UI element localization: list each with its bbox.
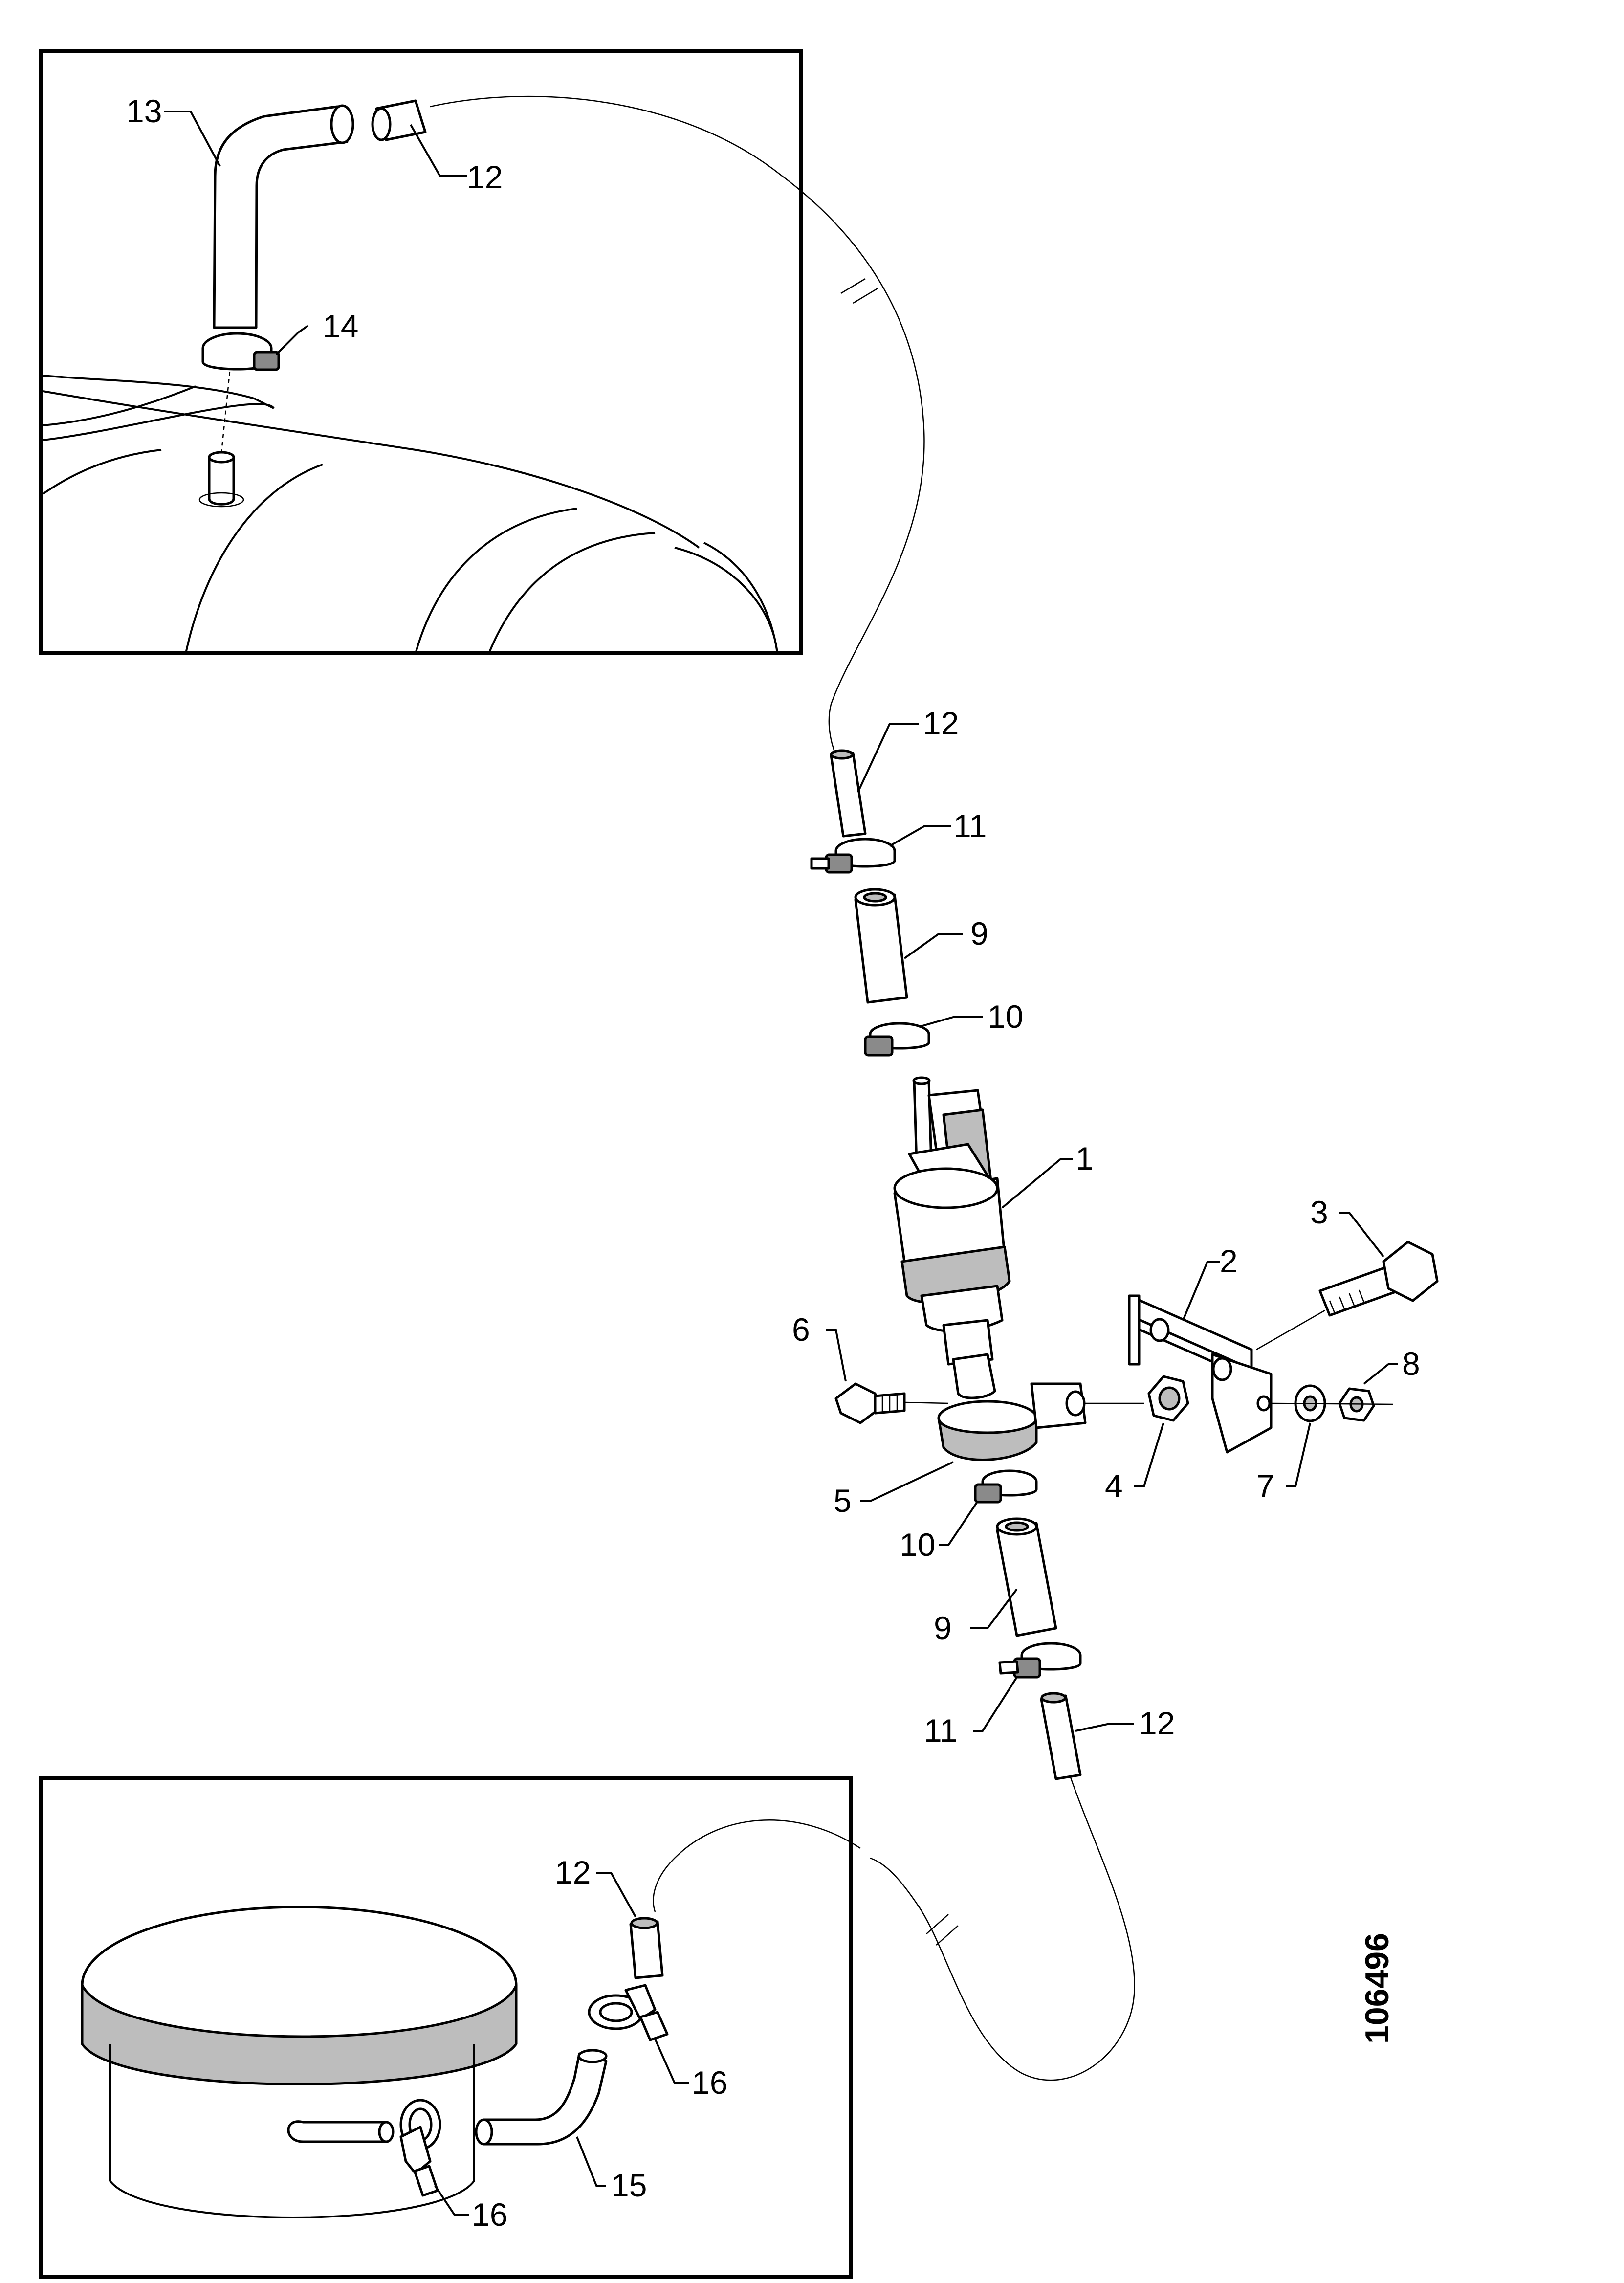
label-12-bottom-inset: 12 <box>555 1854 591 1890</box>
connector-12-lower <box>1040 1692 1082 1780</box>
label-9-lower: 9 <box>934 1610 952 1646</box>
hose-clamp-16-lower <box>399 2099 441 2197</box>
fuel-pump-1 <box>893 1076 1011 1399</box>
label-11-upper: 11 <box>953 808 987 844</box>
bottom-inset: 16 15 16 12 <box>39 1776 853 2279</box>
label-10-upper: 10 <box>988 998 1023 1035</box>
connector-12-bottom-inset <box>629 1917 664 1979</box>
label-4: 4 <box>1105 1468 1123 1504</box>
bolt-3 <box>1318 1241 1439 1317</box>
label-12-lower: 12 <box>1139 1705 1175 1741</box>
hose-clamp-14 <box>201 332 280 371</box>
hose-clamp-11-upper <box>810 838 896 874</box>
label-12-upper: 12 <box>923 705 959 741</box>
nut-4 <box>1147 1375 1189 1422</box>
connector-12-top-inset <box>371 99 427 141</box>
label-16-upper: 16 <box>692 2064 727 2101</box>
hose-clamp-10-lower <box>974 1469 1038 1504</box>
fuel-line-lower <box>653 1777 1136 2081</box>
label-2: 2 <box>1220 1243 1238 1279</box>
top-inset: 13 14 12 <box>39 49 803 655</box>
label-8: 8 <box>1402 1346 1420 1382</box>
label-16-lower: 16 <box>472 2196 507 2233</box>
label-1: 1 <box>1075 1140 1094 1176</box>
label-11-lower: 11 <box>924 1712 958 1749</box>
fuel-tank <box>42 375 778 654</box>
label-7: 7 <box>1256 1468 1274 1504</box>
bracket-2 <box>1128 1294 1273 1454</box>
hose-clamp-11-lower <box>998 1642 1082 1679</box>
hose-9-upper <box>854 888 908 1004</box>
main-assembly: 12 11 9 10 <box>792 705 1439 1780</box>
pump-clamp-5 <box>937 1382 1087 1461</box>
connector-12-upper <box>830 749 867 838</box>
bent-hose-13 <box>213 105 349 329</box>
bent-hose-15 <box>475 2049 608 2146</box>
bottom-inset-frame <box>39 1776 853 2279</box>
cylindrical-unit <box>81 1906 518 2218</box>
hose-9-lower <box>996 1517 1057 1637</box>
drawing-number: 106496 <box>1359 1933 1396 2044</box>
label-15: 15 <box>611 2167 647 2203</box>
fuel-line-upper <box>430 95 925 756</box>
label-6: 6 <box>792 1311 810 1348</box>
label-3: 3 <box>1310 1194 1328 1230</box>
hose-clamp-10-upper <box>864 1022 930 1057</box>
label-12-top-inset: 12 <box>467 159 503 195</box>
screw-6 <box>834 1382 906 1424</box>
label-10-lower: 10 <box>900 1527 935 1563</box>
label-14: 14 <box>323 308 358 344</box>
label-9-upper: 9 <box>970 915 988 952</box>
label-13: 13 <box>126 93 162 129</box>
hose-clamp-16-upper <box>588 1984 669 2041</box>
label-5: 5 <box>834 1483 852 1519</box>
top-inset-frame <box>39 49 803 655</box>
